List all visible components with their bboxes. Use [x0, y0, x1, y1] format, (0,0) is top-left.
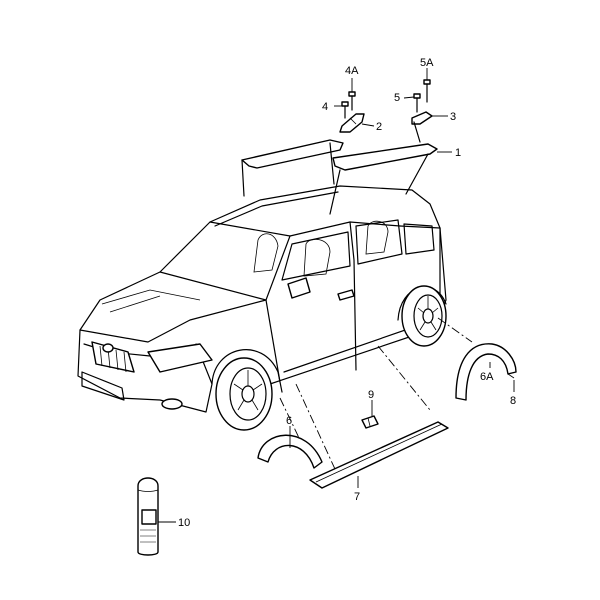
- front-wheel: [215, 357, 273, 431]
- callout-6: 6: [286, 415, 292, 427]
- callout-4a: 4A: [345, 65, 359, 77]
- callout-7: 7: [354, 491, 360, 503]
- clip-part-9: [361, 415, 379, 429]
- clip-part-2: [339, 113, 365, 133]
- screw-5a: [423, 79, 431, 103]
- callout-8: 8: [510, 395, 516, 407]
- vehicle-body: [77, 185, 447, 413]
- adhesive-bottle: [137, 477, 159, 556]
- screw-4: [341, 101, 349, 119]
- assembly-lines: [279, 317, 473, 481]
- callout-1: 1: [455, 147, 461, 159]
- rear-wheel: [401, 285, 447, 347]
- callout-5: 5: [394, 92, 400, 104]
- callout-4: 4: [322, 101, 328, 113]
- roof-rail-left: [241, 139, 344, 197]
- wheel-arch-trim-rear: [455, 343, 517, 401]
- screw-4a: [348, 91, 356, 111]
- callout-10: 10: [178, 517, 190, 529]
- side-sill-trim: [309, 421, 449, 489]
- callout-2: 2: [376, 121, 382, 133]
- roof-rail-right: [329, 143, 438, 215]
- screw-5: [413, 93, 421, 113]
- callout-9: 9: [368, 389, 374, 401]
- leader-lines: [158, 68, 515, 523]
- callout-3: 3: [450, 111, 456, 123]
- callout-5a: 5A: [420, 57, 434, 69]
- wheel-arch-trim-front: [257, 434, 323, 469]
- callout-6a: 6A: [480, 371, 494, 383]
- cap-part-3: [411, 111, 433, 143]
